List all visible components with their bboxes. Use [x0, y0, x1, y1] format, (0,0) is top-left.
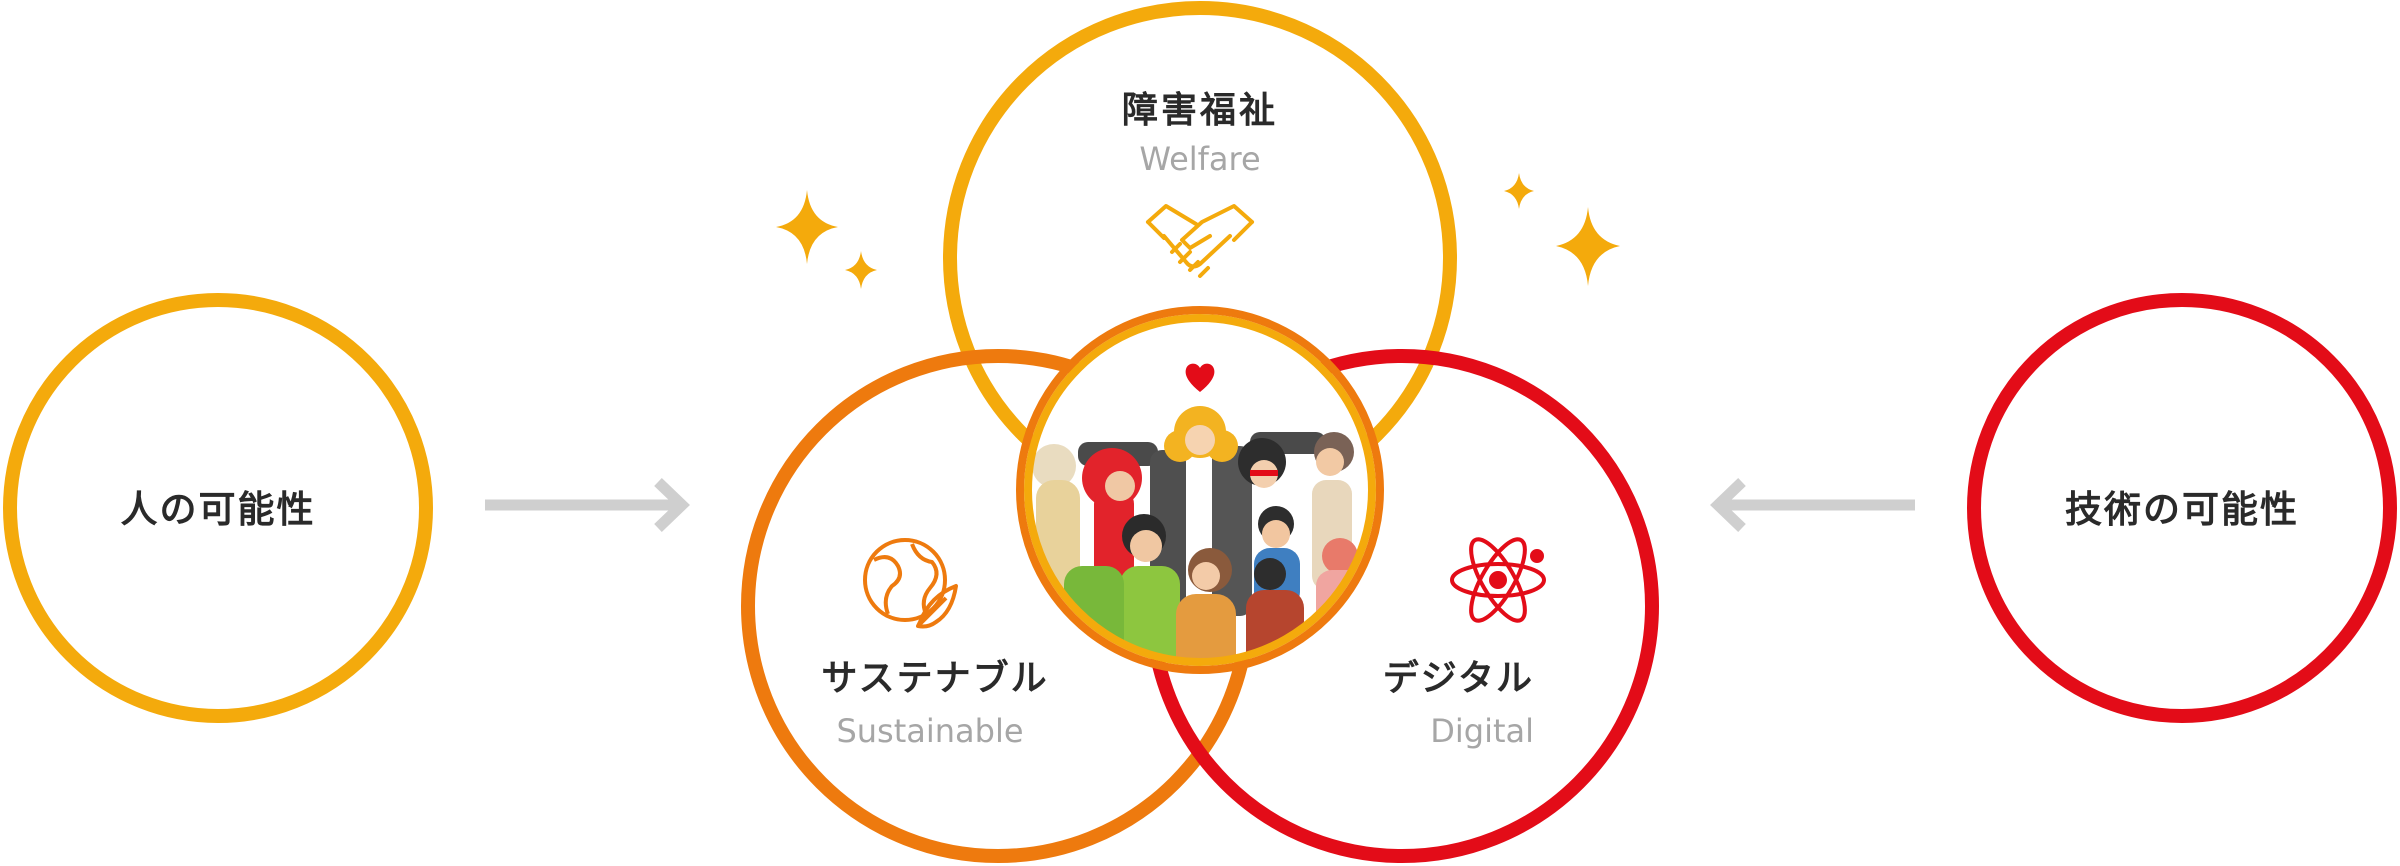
sparkle-icon [1556, 207, 1620, 286]
sparkle-icon [776, 190, 838, 264]
technology-possibility-circle [1967, 293, 2397, 723]
technology-possibility-node: 技術の可能性 [1967, 293, 2397, 723]
handshake-icon [1146, 204, 1254, 278]
left-arrow-icon [1710, 478, 1915, 532]
heart-icon [1185, 363, 1215, 392]
sustainable-label-jp: サステナブル [821, 657, 1048, 699]
sparkle-icon [1504, 173, 1534, 209]
human-possibility-node: 人の可能性 [3, 293, 433, 723]
right-arrow-icon [485, 478, 690, 532]
welfare-label-jp: 障害福祉 [1122, 90, 1278, 131]
technology-possibility-label: 技術の可能性 [2065, 488, 2299, 531]
welfare-label-en: Welfare [1139, 140, 1260, 178]
digital-label-jp: デジタル [1383, 657, 1534, 699]
sustainable-label-en: Sustainable [836, 712, 1023, 750]
globe-leaf-icon [863, 538, 958, 629]
atom-icon [1450, 537, 1546, 623]
sparkles [776, 173, 1620, 289]
human-possibility-circle [3, 293, 433, 723]
digital-label-en: Digital [1430, 712, 1534, 750]
people-crowd-illustration [1016, 306, 1384, 674]
human-possibility-label: 人の可能性 [121, 488, 316, 531]
sparkle-icon [845, 251, 877, 289]
